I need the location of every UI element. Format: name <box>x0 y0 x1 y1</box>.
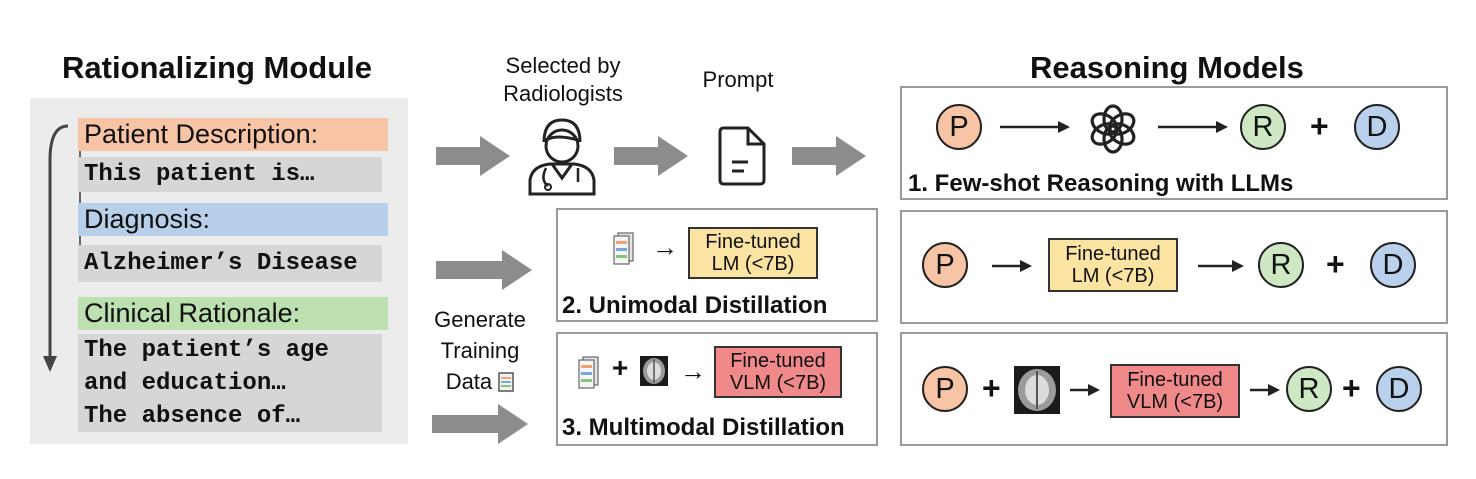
diagnosis-circle: D <box>1354 104 1400 150</box>
prompt-document-icon <box>718 126 766 186</box>
block-arrow-icon <box>436 250 532 290</box>
openai-logo-icon <box>1090 104 1136 154</box>
few-shot-reasoning-caption: 1. Few-shot Reasoning with LLMs <box>908 170 1294 197</box>
arrow-icon <box>1070 384 1100 396</box>
training-data-icon <box>578 356 599 389</box>
reasoning-models-title: Reasoning Models <box>1030 50 1304 85</box>
patient-description-text: This patient is… <box>78 157 382 192</box>
patient-circle: P <box>936 104 982 150</box>
patient-circle: P <box>922 242 968 288</box>
diagnosis-circle: D <box>1376 366 1422 412</box>
clinical-rationale-header: Clinical Rationale: <box>78 297 388 330</box>
arrow-icon <box>1158 121 1228 133</box>
clinical-rationale-text: The patient’s age and education… The abs… <box>78 334 382 432</box>
arrow-icon <box>1250 384 1280 396</box>
block-arrow-icon <box>792 136 866 176</box>
arrow-icon: → <box>680 356 706 386</box>
rationale-circle: R <box>1286 366 1332 412</box>
diagnosis-text: Alzheimer’s Disease <box>78 245 382 282</box>
plus-icon: + <box>1326 246 1345 282</box>
diagnosis-header: Diagnosis: <box>78 203 388 236</box>
fine-tuned-lm-box: Fine-tuned LM (<7B) <box>688 227 818 279</box>
rationale-circle: R <box>1240 104 1286 150</box>
training-data-icon <box>613 232 634 265</box>
generate-training-data-label: Generate Training Data <box>434 307 526 394</box>
multimodal-distillation-caption: 3. Multimodal Distillation <box>562 414 845 441</box>
plus-icon: + <box>982 370 1001 406</box>
rationale-circle: R <box>1258 242 1304 288</box>
arrow-icon <box>992 260 1032 272</box>
flow-bracket-arrow <box>43 124 69 372</box>
patient-description-header: Patient Description: <box>78 118 388 151</box>
brain-mri-icon <box>640 356 668 386</box>
diagnosis-circle: D <box>1370 242 1416 288</box>
fine-tuned-vlm-box: Fine-tuned VLM (<7B) <box>714 346 842 398</box>
plus-icon: + <box>612 352 629 383</box>
block-arrow-icon <box>432 404 528 444</box>
unimodal-distillation-caption: 2. Unimodal Distillation <box>562 292 828 319</box>
plus-icon: + <box>1342 370 1361 406</box>
few-shot-reasoning-box <box>900 86 1448 200</box>
fine-tuned-vlm-box: Fine-tuned VLM (<7B) <box>1110 364 1240 418</box>
arrow-icon <box>1000 121 1070 133</box>
rationale-line: The absence of… <box>84 403 301 430</box>
rationalizing-module-title: Rationalizing Module <box>62 50 372 85</box>
patient-circle: P <box>922 366 968 412</box>
selected-by-radiologists-label: Selected by Radiologists <box>503 53 623 106</box>
plus-icon: + <box>1310 108 1329 144</box>
prompt-label: Prompt <box>702 67 774 92</box>
rationale-line: and education… <box>84 370 286 397</box>
radiologist-icon <box>528 118 596 196</box>
rationale-line: The patient’s age <box>84 337 329 364</box>
block-arrow-icon <box>436 136 510 176</box>
fine-tuned-lm-box: Fine-tuned LM (<7B) <box>1048 238 1178 292</box>
training-data-icon <box>498 372 515 392</box>
block-arrow-icon <box>614 136 688 176</box>
arrow-icon <box>1198 260 1244 272</box>
arrow-icon: → <box>652 232 678 262</box>
brain-mri-icon <box>1014 366 1060 414</box>
